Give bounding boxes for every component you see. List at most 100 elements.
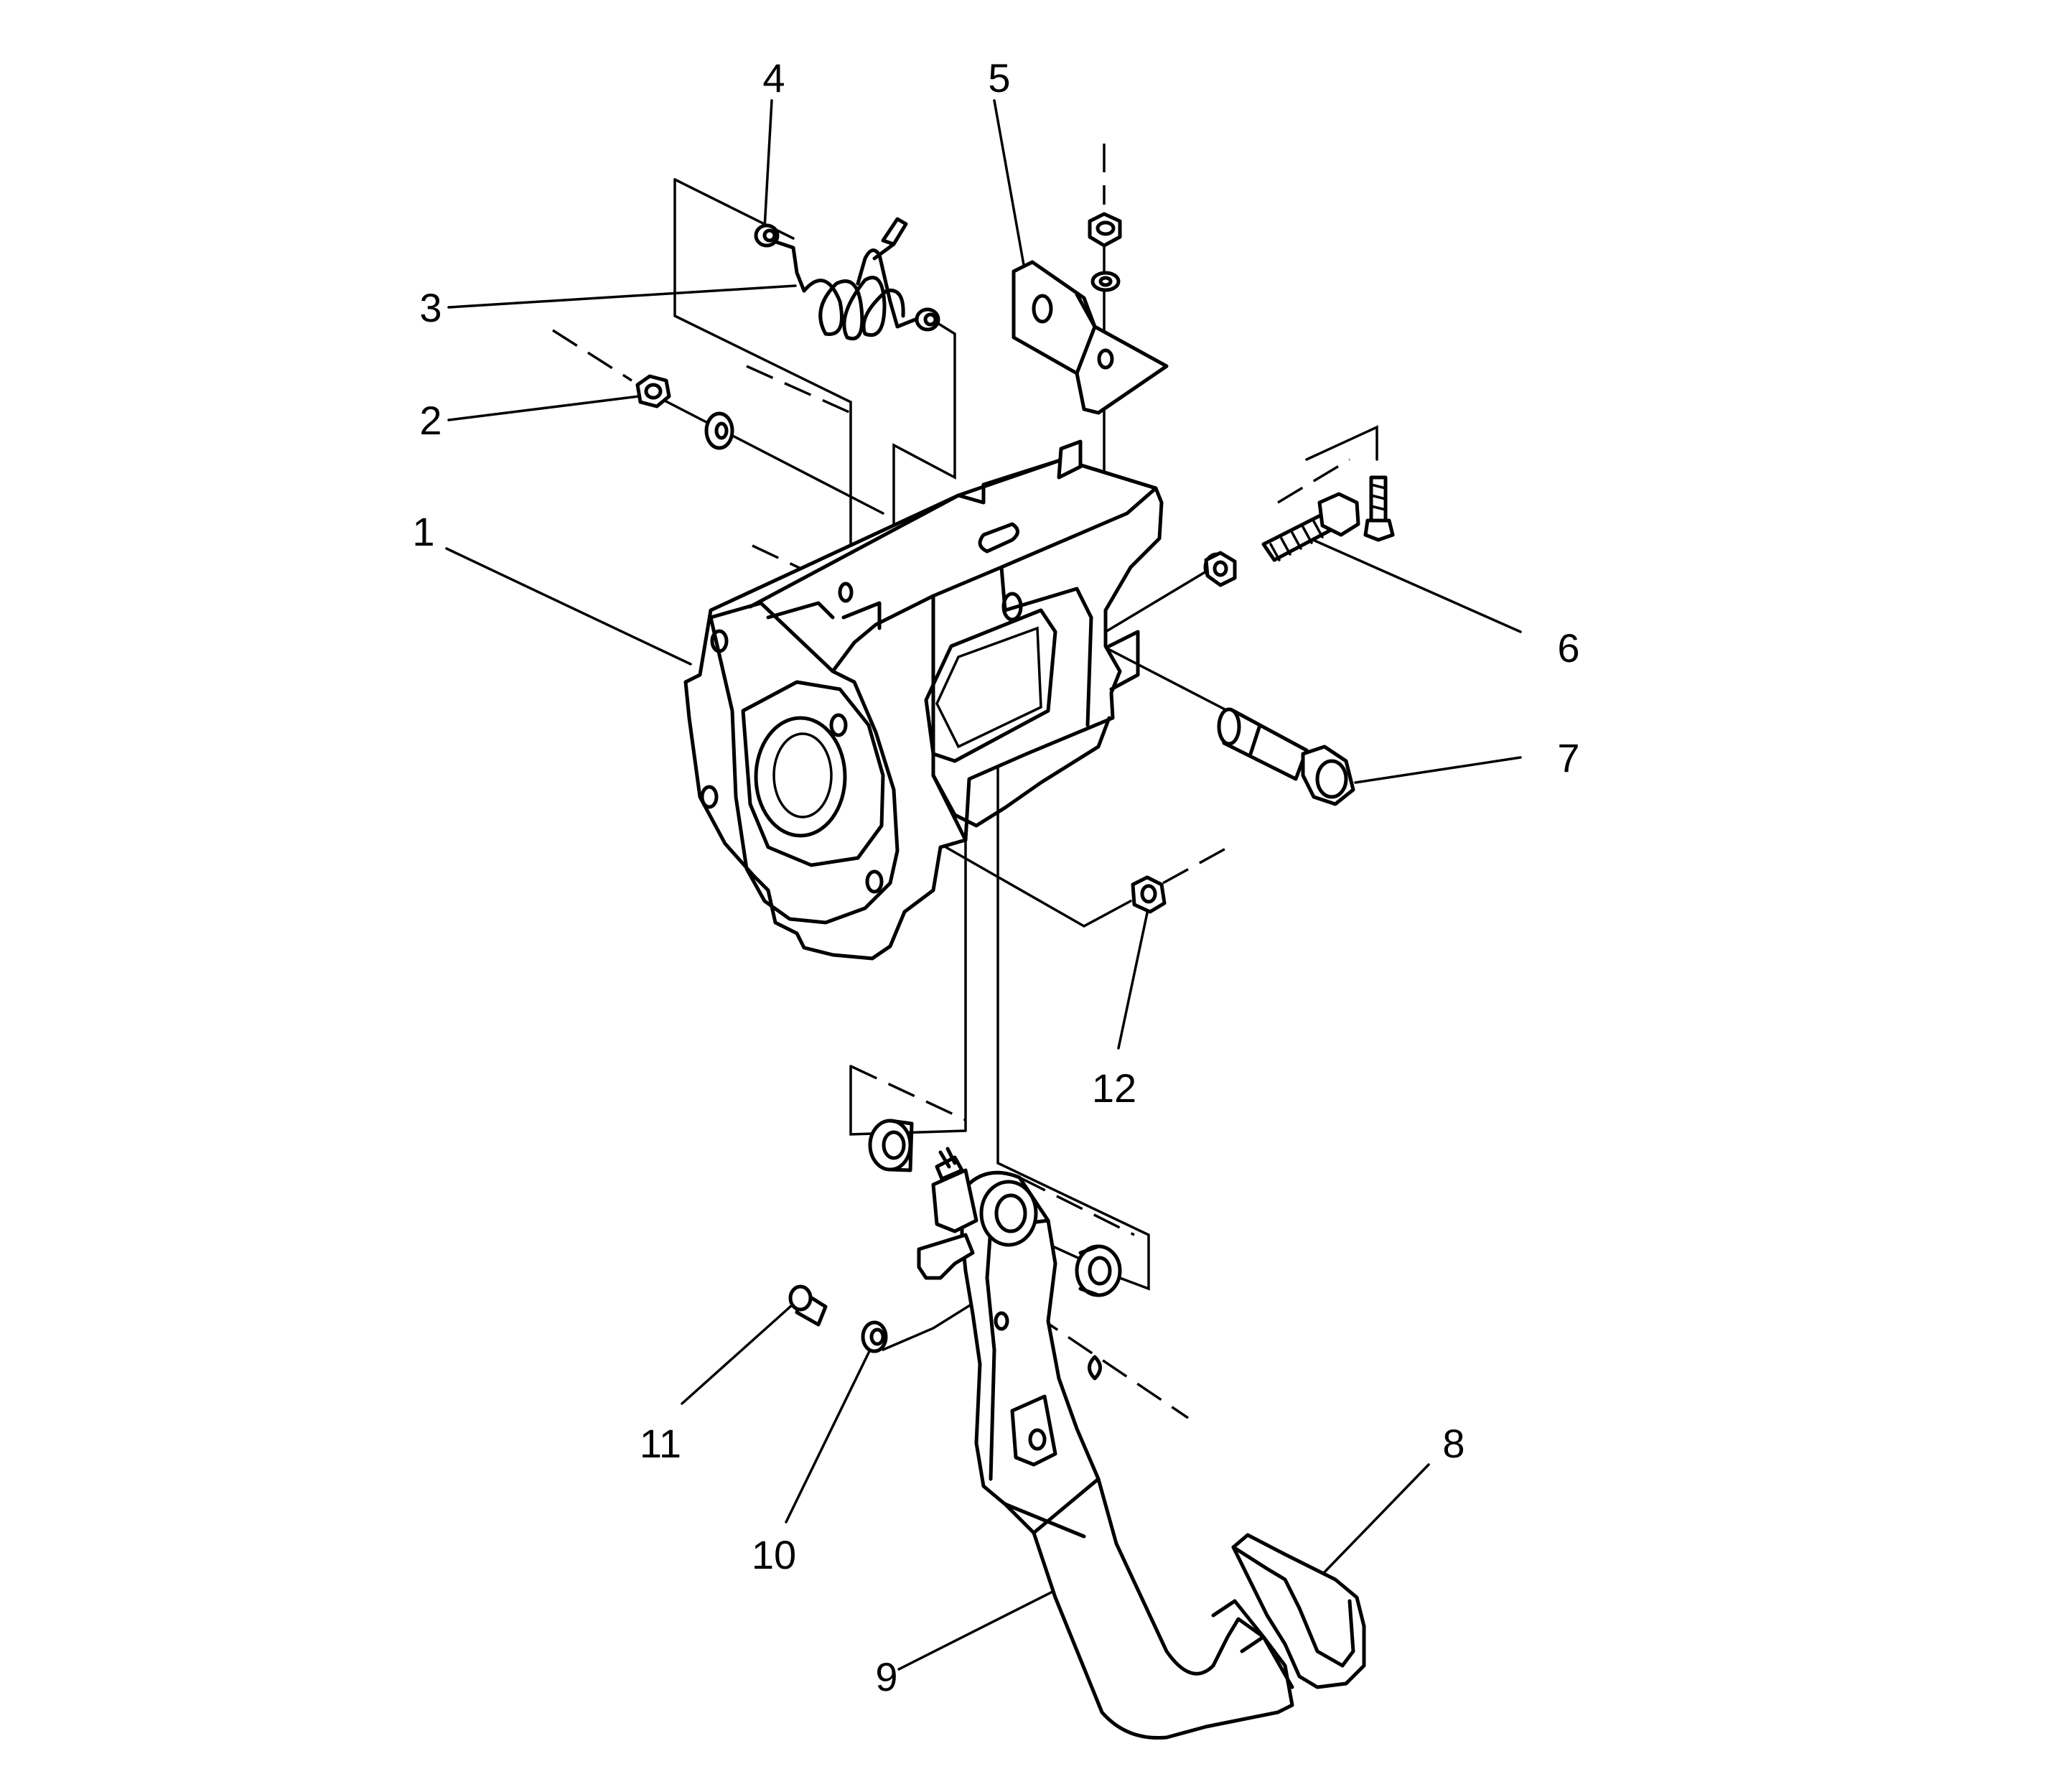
callout-3: 3 (419, 285, 442, 330)
bracket-hole-3 (829, 713, 848, 737)
pivot-lower-dash (850, 1065, 966, 1121)
return-spring-3 (770, 217, 928, 340)
bracket-front-face (709, 601, 900, 925)
bolt-6 (1203, 475, 1395, 587)
bracket-bore (754, 716, 847, 838)
bracket-boss-outer (741, 680, 885, 867)
nut-6-hex (1204, 551, 1237, 587)
washer-2-bore (714, 421, 729, 440)
leader-9 (897, 1585, 1064, 1671)
nut-12-hex (1131, 875, 1167, 914)
bracket-hole-6 (838, 582, 854, 603)
spring-dash (746, 365, 851, 414)
bracket-lip (766, 601, 882, 630)
bracket-hole-5 (1001, 592, 1023, 622)
clip-shape (1088, 1355, 1102, 1381)
bushing-10-inner (869, 1327, 885, 1346)
callout-5: 5 (988, 55, 1010, 101)
spring-bracket-left (673, 178, 852, 612)
pivot-hardware (868, 1119, 1122, 1297)
leader-7 (1354, 756, 1522, 784)
switch-body (931, 1168, 978, 1233)
axis-nut-2 (552, 329, 632, 382)
bracket-outline (683, 457, 1164, 961)
bracket-hole-4 (865, 869, 884, 894)
spring-coils (802, 276, 905, 340)
bolt-6-threads (1269, 520, 1324, 561)
leader-3 (447, 284, 797, 309)
bracket-window-inner (935, 626, 1042, 749)
switch-bracket (917, 1233, 975, 1280)
bolt-7-head-face (1315, 759, 1348, 799)
callout-4: 4 (762, 55, 785, 101)
leader-8 (1316, 1463, 1430, 1581)
leader-1 (445, 547, 692, 666)
nut-12-bore (1140, 884, 1157, 904)
pedal-bracket (683, 439, 1164, 961)
leader-10 (785, 1348, 872, 1523)
pedal-arm-pivot-outer (979, 1180, 1038, 1247)
nut-6-bore (1213, 560, 1228, 577)
bracket-5-slot (1097, 348, 1114, 370)
bracket-hole-2 (700, 785, 719, 809)
spring-hook-end (770, 238, 806, 293)
spring-arm (856, 248, 928, 329)
bracket-arm (931, 716, 1111, 828)
leader-5 (993, 99, 1027, 274)
axis-bolt-6 (1104, 566, 1215, 633)
bushing-4-inner (762, 228, 777, 243)
callout-2: 2 (419, 398, 442, 443)
pivot-bushing-right-body (1078, 1244, 1101, 1297)
axis-nut-2-solid (659, 397, 884, 515)
callout-11: 11 (640, 1421, 681, 1466)
axis-nut-12 (932, 839, 1132, 928)
pad-edge (1231, 1545, 1355, 1668)
leader-lines (445, 99, 1522, 1671)
callout-8: 8 (1442, 1421, 1465, 1466)
bolt-6b-head (1363, 518, 1395, 542)
pedal-arm-pad-mount (1211, 1599, 1294, 1689)
bracket-tab-top (1057, 439, 1083, 480)
pivot-bushing-left-inner (882, 1130, 906, 1160)
bracket-window (924, 608, 1057, 763)
leader-2 (447, 395, 640, 421)
washer-2 (704, 411, 734, 450)
callout-1: 1 (412, 509, 434, 554)
bracket-5-fold (1075, 292, 1097, 375)
bolt-6-head (1317, 492, 1360, 537)
callout-10: 10 (752, 1532, 796, 1577)
callout-labels: 1 2 3 4 5 6 7 8 9 10 11 12 (412, 55, 1579, 1699)
pedal-pad-8 (1231, 1533, 1366, 1689)
pedal-arm-9 (960, 1170, 1294, 1740)
bolt-6b-threads (1370, 483, 1387, 511)
nut-12 (1131, 875, 1167, 914)
callout-12: 12 (1092, 1065, 1136, 1111)
bracket-slot (978, 522, 1019, 554)
nut-2-hex (635, 374, 671, 409)
washer-5 (1090, 271, 1121, 292)
pivot-bushing-left-body (888, 1119, 914, 1172)
leader-6 (1305, 536, 1522, 633)
pivot-lower-left (849, 1065, 967, 1136)
nut-2 (635, 374, 734, 450)
switch-stud (938, 1147, 957, 1169)
stop-bolt-11 (788, 1284, 828, 1327)
leader-4 (763, 99, 773, 230)
pedal-arm-pivot-inner (994, 1193, 1027, 1233)
nut-5-bore (1096, 220, 1116, 236)
pivot-bushing-right-inner (1088, 1256, 1112, 1286)
leader-11 (681, 1298, 800, 1405)
pedal-arm-hole (994, 1311, 1009, 1331)
pedal-arm-tab-hole (1028, 1428, 1047, 1451)
nut-2-bore (644, 383, 663, 400)
axis-nut-12-dash (1162, 842, 1235, 885)
bracket-5-hole (1032, 294, 1053, 324)
spring-cap (881, 217, 908, 246)
bracket-bore-inner (772, 732, 833, 818)
bolt-11-head (788, 1284, 813, 1312)
pivot-lower-dash2 (1019, 1176, 1135, 1236)
axis-bolt-6-dash (1277, 458, 1350, 504)
nut-5-hex (1088, 212, 1122, 248)
leader-12 (1117, 905, 1150, 1050)
